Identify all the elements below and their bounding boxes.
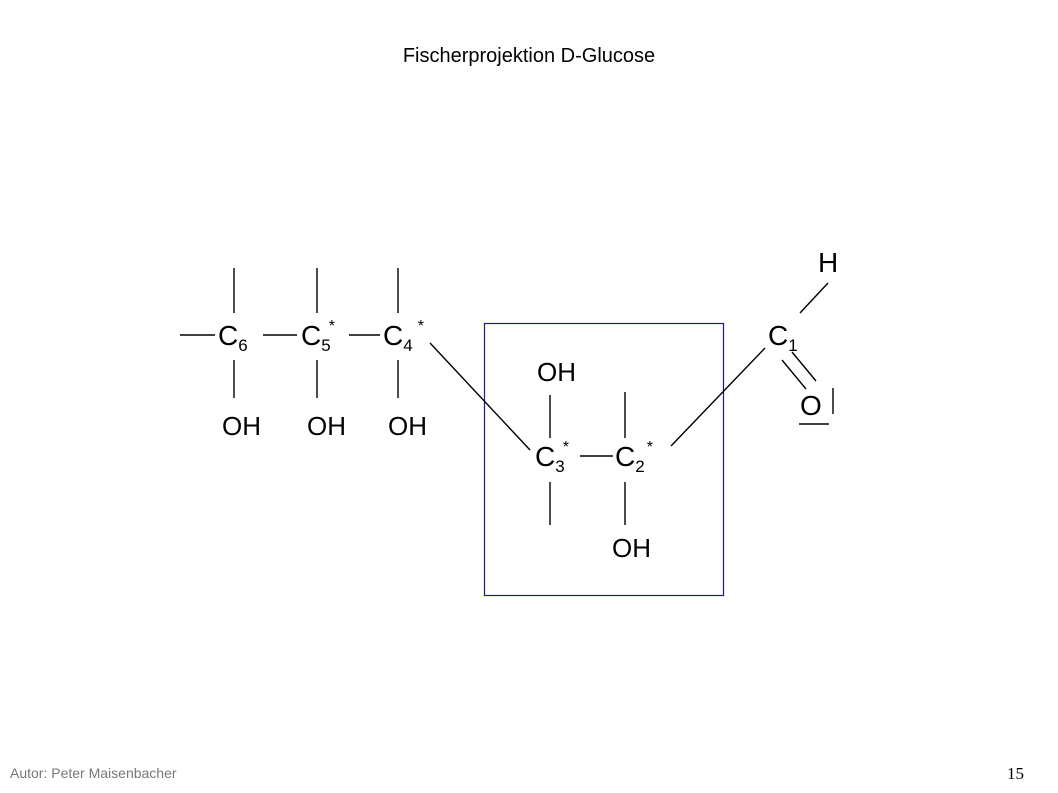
atom-c5: C5*: [301, 318, 335, 355]
aldehyde-oxygen: O: [800, 390, 822, 421]
hydroxyl-c4: OH: [388, 411, 427, 441]
atom-c6: C6: [218, 320, 248, 355]
atom-c3: C3*: [535, 439, 569, 476]
hydroxyl-c2: OH: [612, 533, 651, 563]
bond-c4-c3: [429, 342, 531, 451]
hydroxyl-c3: OH: [537, 357, 576, 387]
slide-title: Fischerprojektion D-Glucose: [402, 45, 656, 67]
author-credit: Autor: Peter Maisenbacher: [10, 765, 177, 781]
bond-c1-o-a: [781, 359, 807, 390]
atom-c4: C4*: [383, 318, 424, 355]
bond-c1-h: [799, 282, 829, 314]
hydroxyl-c5: OH: [307, 411, 346, 441]
atom-c2: C2*: [615, 439, 653, 476]
atom-c1: C1: [768, 320, 798, 355]
highlight-box: [483, 322, 725, 597]
bond-c1-o-b: [791, 351, 817, 382]
hydroxyl-c6: OH: [222, 411, 261, 441]
bond-c2-c1: [670, 347, 766, 447]
aldehyde-hydrogen: H: [818, 247, 838, 278]
page-number: 15: [1007, 764, 1024, 783]
